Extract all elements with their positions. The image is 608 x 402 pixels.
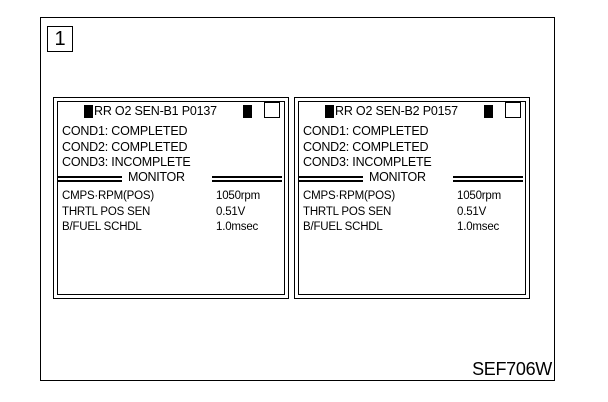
- figure-frame: [40, 17, 555, 381]
- monitor-divider: MONITOR: [295, 170, 529, 188]
- screen-title: RR O2 SEN-B1 P0137: [94, 104, 217, 118]
- item-value: 1050rpm: [216, 190, 260, 202]
- monitor-divider: MONITOR: [54, 170, 288, 188]
- black-block-icon: [484, 105, 493, 118]
- checkbox-icon[interactable]: [264, 102, 280, 118]
- condition-1: COND1: COMPLETED: [303, 124, 429, 138]
- step-number: 1: [47, 26, 73, 52]
- screen-inner-border: [57, 101, 285, 295]
- item-name: B/FUEL SCHDL: [62, 221, 142, 233]
- item-name: THRTL POS SEN: [62, 206, 151, 218]
- monitor-label: MONITOR: [128, 170, 185, 184]
- divider-right: [212, 176, 282, 182]
- item-name: B/FUEL SCHDL: [303, 221, 383, 233]
- black-block-icon: [243, 105, 252, 118]
- condition-3: COND3: INCOMPLETE: [62, 155, 191, 169]
- condition-1: COND1: COMPLETED: [62, 124, 188, 138]
- reference-code: SEF706W: [472, 359, 552, 379]
- checkbox-icon[interactable]: [505, 102, 521, 118]
- item-name: CMPS·RPM(POS): [303, 190, 395, 202]
- item-name: CMPS·RPM(POS): [62, 190, 154, 202]
- monitor-label: MONITOR: [369, 170, 426, 184]
- screen-title-row: RR O2 SEN-B2 P0157: [295, 102, 529, 122]
- black-block-icon: [84, 105, 93, 118]
- monitor-screen-b1: RR O2 SEN-B1 P0137 COND1: COMPLETED COND…: [53, 97, 289, 299]
- condition-2: COND2: COMPLETED: [303, 140, 429, 154]
- item-value: 0.51V: [457, 206, 487, 218]
- condition-3: COND3: INCOMPLETE: [303, 155, 432, 169]
- item-value: 1050rpm: [457, 190, 501, 202]
- divider-left: [299, 176, 363, 182]
- screen-title: RR O2 SEN-B2 P0157: [335, 104, 458, 118]
- item-name: THRTL POS SEN: [303, 206, 392, 218]
- condition-2: COND2: COMPLETED: [62, 140, 188, 154]
- item-value: 0.51V: [216, 206, 246, 218]
- item-value: 1.0msec: [216, 221, 259, 233]
- monitor-screen-b2: RR O2 SEN-B2 P0157 COND1: COMPLETED COND…: [294, 97, 530, 299]
- black-block-icon: [325, 105, 334, 118]
- divider-left: [58, 176, 122, 182]
- item-value: 1.0msec: [457, 221, 500, 233]
- screen-inner-border: [298, 101, 526, 295]
- screen-title-row: RR O2 SEN-B1 P0137: [54, 102, 288, 122]
- divider-right: [453, 176, 523, 182]
